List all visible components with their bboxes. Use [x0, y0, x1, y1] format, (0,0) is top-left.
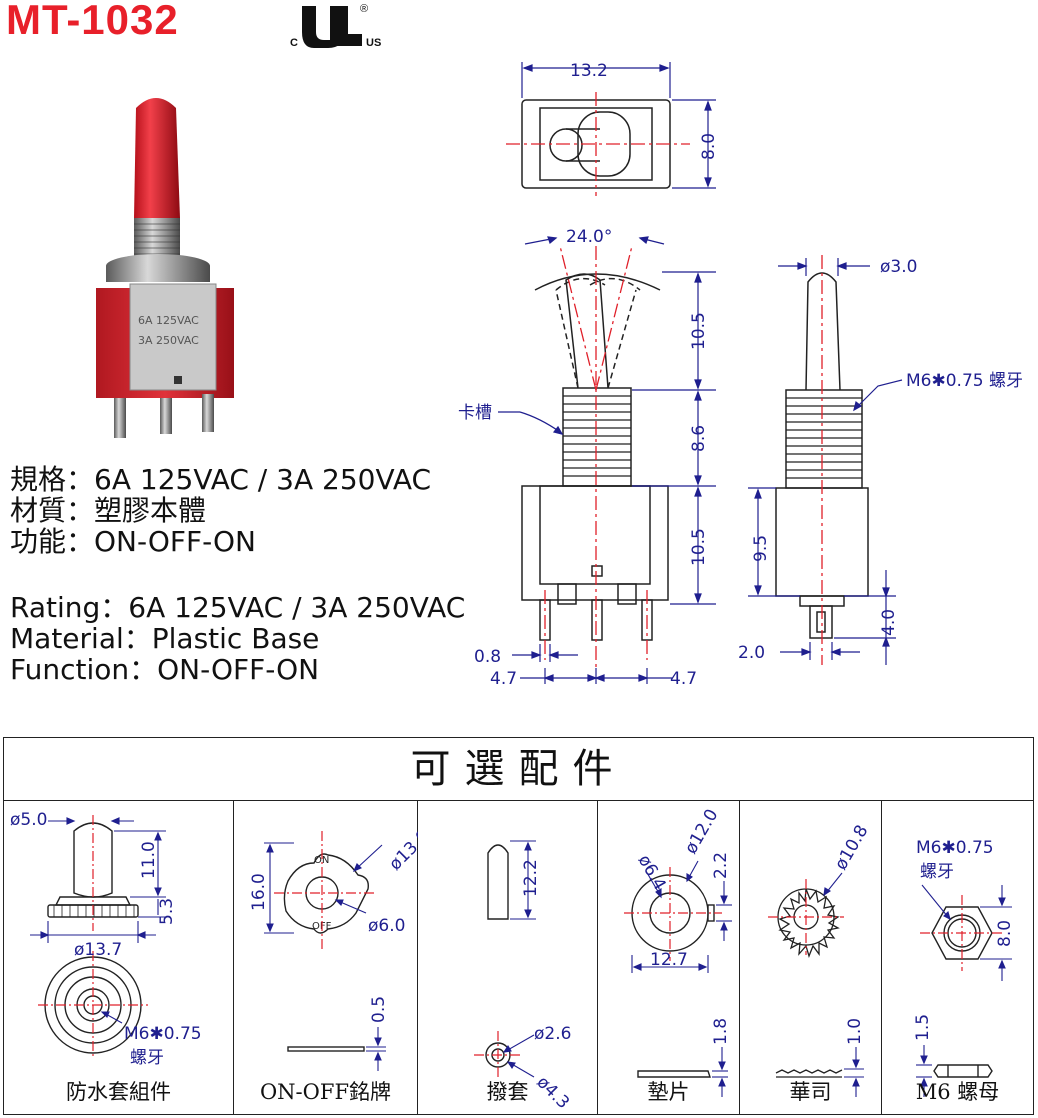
svg-text:3A 250VAC: 3A 250VAC	[138, 334, 199, 347]
svg-text:ø3.0: ø3.0	[880, 257, 917, 277]
svg-text:1.8: 1.8	[711, 1018, 731, 1045]
accessory-label: 防水套組件	[66, 1080, 171, 1104]
accessory-lever-sleeve: 12.2 ø2.6 ø4.3 撥套	[418, 801, 598, 1114]
specs-english: Rating：6A 125VAC / 3A 250VAC Material：Pl…	[10, 592, 465, 685]
product-photo: 6A 125VAC 3A 250VAC	[96, 98, 234, 438]
lock-washer-drawing: ø10.8 1.0	[768, 822, 872, 1097]
spec-en-function: Function：ON-OFF-ON	[10, 653, 320, 686]
svg-text:ø6.0: ø6.0	[368, 916, 405, 936]
svg-text:ø5.0: ø5.0	[10, 810, 47, 830]
svg-text:24.0°: 24.0°	[566, 227, 612, 247]
svg-text:13.2: 13.2	[570, 61, 608, 81]
svg-text:®: ®	[360, 3, 368, 15]
accessory-label: 墊片	[647, 1080, 690, 1104]
svg-text:1.5: 1.5	[913, 1014, 933, 1041]
accessory-washer: ø6.4 ø12.0 2.2 12.7 1.8 墊片	[598, 801, 740, 1114]
ul-certification-logo: C US ®	[290, 3, 381, 49]
spec-en-rating: Rating：6A 125VAC / 3A 250VAC	[10, 591, 466, 624]
svg-text:2.2: 2.2	[711, 852, 731, 879]
spec-cn-rating: 規格：6A 125VAC / 3A 250VAC	[10, 463, 432, 496]
svg-text:4.7: 4.7	[490, 669, 517, 689]
svg-text:12.7: 12.7	[650, 950, 688, 970]
svg-text:8.0: 8.0	[995, 920, 1015, 947]
accessory-m6-nut: M6✱0.75 螺牙 8.0 1.5 M6 螺母	[882, 801, 1033, 1114]
m6-nut-drawing: M6✱0.75 螺牙 8.0 1.5	[913, 838, 1015, 1097]
accessories-header: 可選配件	[4, 738, 1033, 801]
svg-text:1.0: 1.0	[845, 1018, 865, 1045]
svg-text:6A 125VAC: 6A 125VAC	[138, 314, 199, 327]
accessory-label: ON-OFF銘牌	[259, 1080, 392, 1104]
accessory-lock-washer: ø10.8 1.0 華司	[740, 801, 882, 1114]
svg-text:螺牙: 螺牙	[920, 862, 954, 882]
svg-text:C: C	[290, 37, 298, 49]
washer-drawing: ø6.4 ø12.0 2.2 12.7 1.8	[624, 806, 732, 1097]
svg-text:ø2.6: ø2.6	[534, 1024, 571, 1044]
svg-text:螺牙: 螺牙	[130, 1048, 164, 1068]
svg-text:ø6.4: ø6.4	[634, 852, 670, 894]
svg-text:M6✱0.75: M6✱0.75	[916, 838, 994, 858]
technical-drawing: 13.2 8.0 24.0° 10.5 8.6 10.5 0.8 4.7 4.7…	[458, 61, 1023, 689]
svg-text:ø13.0: ø13.0	[385, 826, 418, 874]
accessory-label: M6 螺母	[915, 1080, 1000, 1104]
svg-text:US: US	[366, 37, 381, 49]
svg-text:10.5: 10.5	[689, 528, 709, 566]
model-title: MT-1032	[6, 0, 179, 43]
svg-text:16.0: 16.0	[249, 873, 269, 911]
svg-text:卡槽: 卡槽	[458, 403, 492, 423]
spec-en-material: Material：Plastic Base	[10, 622, 320, 655]
svg-text:4.0: 4.0	[879, 609, 899, 636]
front-view	[521, 273, 669, 641]
waterproof-boot-drawing: ø5.0 11.0 5.3 ø13.7 M6✱0.75 螺牙	[10, 810, 202, 1068]
accessories-table: 可選配件 ø5.0	[3, 737, 1034, 1115]
svg-text:11.0: 11.0	[139, 841, 159, 879]
svg-text:8.0: 8.0	[699, 133, 719, 160]
svg-text:4.7: 4.7	[670, 669, 697, 689]
svg-text:5.3: 5.3	[157, 898, 177, 925]
accessory-waterproof-boot: ø5.0 11.0 5.3 ø13.7 M6✱0.75 螺牙 防水套組件	[4, 801, 234, 1114]
on-off-plate-drawing: ON OFF ø13.0 16.0 ø6.0 0.5	[249, 826, 418, 1071]
specs-chinese: 規格：6A 125VAC / 3A 250VAC 材質：塑膠本體 功能：ON-O…	[10, 464, 431, 557]
svg-text:ø10.8: ø10.8	[831, 822, 872, 874]
svg-text:M6✱0.75: M6✱0.75	[124, 1024, 202, 1044]
svg-text:ø13.7: ø13.7	[74, 940, 122, 960]
accessory-label: 華司	[789, 1080, 832, 1104]
svg-text:2.0: 2.0	[738, 643, 765, 663]
svg-text:8.6: 8.6	[689, 425, 709, 452]
svg-text:12.2: 12.2	[521, 859, 541, 897]
svg-text:0.8: 0.8	[474, 647, 501, 667]
spec-cn-function: 功能：ON-OFF-ON	[10, 525, 256, 558]
svg-text:10.5: 10.5	[689, 312, 709, 350]
svg-text:ø12.0: ø12.0	[681, 806, 722, 858]
svg-text:M6✱0.75 螺牙: M6✱0.75 螺牙	[906, 371, 1023, 391]
svg-text:ON: ON	[314, 855, 329, 866]
svg-text:9.5: 9.5	[751, 535, 771, 562]
lever-sleeve-drawing: 12.2 ø2.6 ø4.3	[474, 840, 573, 1113]
spec-cn-material: 材質：塑膠本體	[10, 494, 207, 527]
accessory-label: 撥套	[486, 1080, 529, 1104]
accessory-on-off-plate: ON OFF ø13.0 16.0 ø6.0 0.5 ON-OFF銘牌	[234, 801, 418, 1114]
svg-text:0.5: 0.5	[369, 996, 389, 1023]
